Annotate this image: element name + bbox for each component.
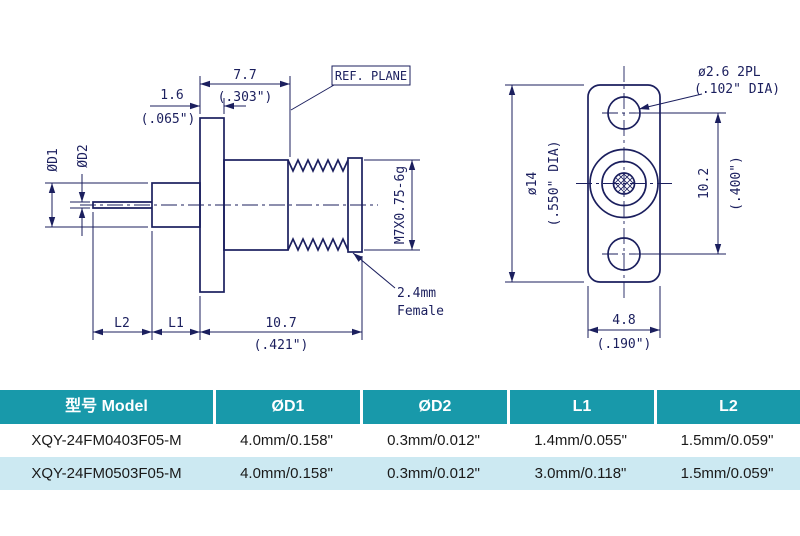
cell-d2: 0.3mm/0.012" [360,424,507,457]
interface-circle [601,160,647,207]
dim-d2 [70,174,90,236]
dim-7-7 [199,76,291,157]
ref-plane-label: REF. PLANE [335,69,407,83]
mating-end-ring [347,157,363,253]
col-header-l1: L1 [507,390,654,424]
side-view: 7.7 (.303") REF. PLANE 1.6 (.065") ØD1 [45,65,444,353]
ref-plane-box [331,65,411,86]
dim-10-2-mm: 10.2 [697,168,712,199]
dim-7-7-mm: 7.7 [233,68,256,83]
dim-10-7-in: (.421") [254,338,309,353]
cell-d2: 0.3mm/0.012" [360,457,507,490]
dim-dia-14 [505,84,584,283]
thread-profile-top [287,157,349,174]
connector-type-line1: 2.4mm [397,286,436,301]
dim-4-8-in: (.190") [597,337,652,352]
cell-l2: 1.5mm/0.059" [654,457,800,490]
ref-plane-leader [290,84,335,111]
connector-outline [92,117,363,293]
connector-type-leader [352,252,396,289]
cell-l2: 1.5mm/0.059" [654,424,800,457]
dim-1-6 [150,98,246,114]
thread-spec-label: M7X0.75-6g [393,166,408,244]
mounting-hole-top [607,96,641,130]
dim-7-7-in: (.303") [218,90,273,105]
table-row: XQY-24FM0503F05-M 4.0mm/0.158" 0.3mm/0.0… [0,457,800,490]
hole-callout-line1: ø2.6 2PL [698,65,761,80]
cell-l1: 3.0mm/0.118" [507,457,654,490]
connector-type-callout: 2.4mm Female [352,252,444,319]
dim-d1-label: ØD1 [46,148,61,171]
center-pin [92,201,152,209]
mounting-hole-bottom [607,237,641,271]
flange-outline [587,84,661,283]
cell-model: XQY-24FM0403F05-M [0,424,213,457]
dim-l2-label: L2 [114,316,130,331]
dim-d2-label: ØD2 [76,144,91,167]
dim-1-6-in: (.065") [141,112,196,127]
dim-dia-14-mm: ø14 [525,172,540,196]
dim-10-2 [642,112,726,255]
dim-dia-14-in: (.550" DIA) [547,140,562,226]
table-row: XQY-24FM0403F05-M 4.0mm/0.158" 0.3mm/0.0… [0,424,800,457]
thread-profile-bottom [287,236,349,253]
col-header-d1: ØD1 [213,390,360,424]
hole-callout: ø2.6 2PL (.102" DIA) [638,65,780,110]
hole-callout-leader [638,93,703,110]
hole-callout-line2: (.102" DIA) [694,82,780,97]
dim-l1-label: L1 [168,316,184,331]
cell-d1: 4.0mm/0.158" [213,424,360,457]
technical-drawing: 7.7 (.303") REF. PLANE 1.6 (.065") ØD1 [45,65,781,353]
dim-10-2-in: (.400") [729,156,744,211]
dim-d1 [45,182,148,228]
body-circle [589,148,659,219]
col-header-model: 型号 Model [0,390,213,424]
dim-10-7-mm: 10.7 [265,316,296,331]
spec-table: 型号 Model ØD1 ØD2 L1 L2 XQY-24FM0403F05-M… [0,390,800,490]
front-view: ø14 (.550" DIA) 10.2 (.400") 4.8 (.190")… [505,65,780,352]
cell-l1: 1.4mm/0.055" [507,424,654,457]
connector-type-line2: Female [397,304,444,319]
dim-4-8 [587,286,661,338]
col-header-d2: ØD2 [360,390,507,424]
dim-bottom-chain [92,212,363,340]
dim-thread [364,159,420,251]
dim-4-8-mm: 4.8 [612,313,635,328]
ref-plane-callout: REF. PLANE [290,65,411,111]
col-header-l2: L2 [654,390,800,424]
connector-body [223,159,289,251]
cell-model: XQY-24FM0503F05-M [0,457,213,490]
table-header-row: 型号 Model ØD1 ØD2 L1 L2 [0,390,800,424]
dim-1-6-mm: 1.6 [160,88,183,103]
cell-d1: 4.0mm/0.158" [213,457,360,490]
center-contact-hatched [612,172,636,195]
